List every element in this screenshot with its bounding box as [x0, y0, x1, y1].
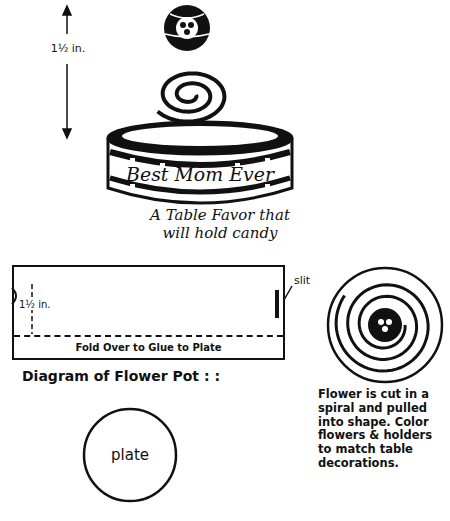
dimension-label: 1½ in. [18, 299, 52, 310]
flower [164, 5, 210, 51]
caption: A Table Favor that will hold candy [145, 206, 295, 242]
flower-pot-strip: 1½ in. Fold Over to Glue to Plate [12, 265, 285, 360]
spiral-stem [158, 73, 225, 121]
part-label: slit [294, 274, 324, 287]
strip-marks [12, 284, 292, 334]
dimension-label: 1½ in. [48, 42, 88, 55]
pot-band: Best Mom Ever [122, 158, 278, 190]
node-text: plate [111, 446, 149, 464]
node-text: Fold Over to Glue to Plate [76, 342, 222, 353]
node-text: Best Mom Ever [126, 163, 274, 185]
spiral-flower [328, 268, 442, 382]
caption: Diagram of Flower Pot : : [22, 368, 252, 384]
fold-band: Fold Over to Glue to Plate [14, 335, 283, 358]
dimension-arrow [63, 6, 71, 138]
flower-pot [108, 122, 292, 203]
plate-circle: plate [82, 407, 178, 503]
note: Flower is cut in a spiral and pulled int… [318, 388, 446, 471]
